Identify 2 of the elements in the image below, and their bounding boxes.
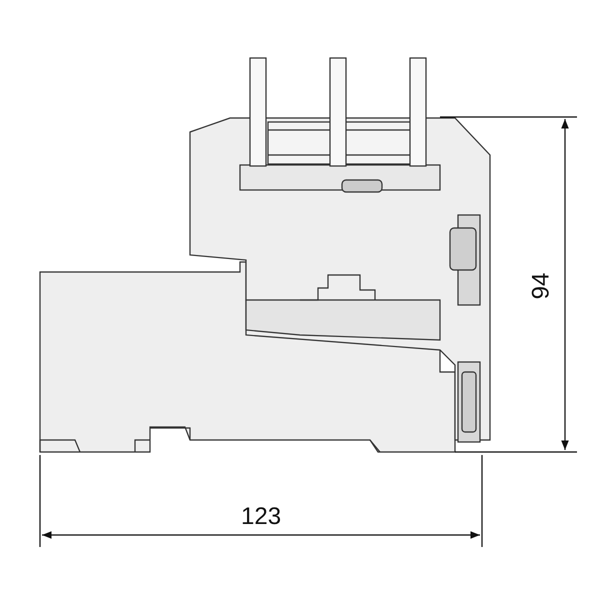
dimension-label: 94	[529, 272, 554, 300]
dimension-label: 123	[241, 505, 282, 529]
